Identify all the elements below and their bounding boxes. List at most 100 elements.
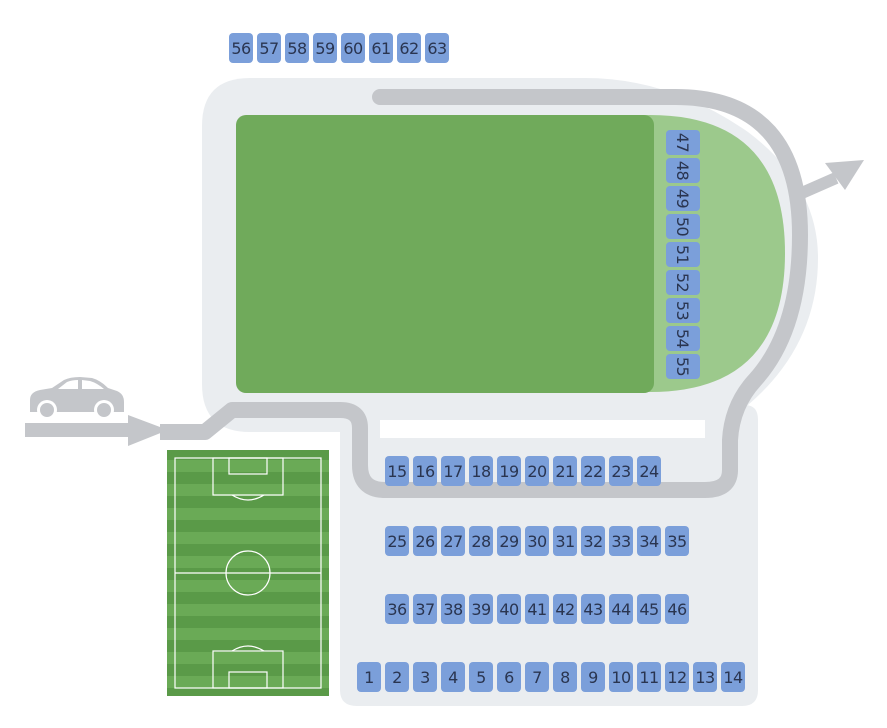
parking-slot-48[interactable]: 48 [666,158,700,183]
parking-slot-53[interactable]: 53 [666,298,700,323]
parking-slot-label: 47 [673,132,693,153]
parking-slot-55[interactable]: 55 [666,354,700,379]
parking-slot-label: 9 [588,667,598,687]
parking-slot-label: 3 [420,667,430,687]
parking-slot-28[interactable]: 28 [469,526,493,556]
parking-slot-label: 29 [499,531,519,551]
parking-slot-14[interactable]: 14 [721,662,745,692]
parking-slot-19[interactable]: 19 [497,456,521,486]
parking-slot-label: 16 [415,461,435,481]
parking-slot-45[interactable]: 45 [637,594,661,624]
parking-slot-40[interactable]: 40 [497,594,521,624]
parking-slot-13[interactable]: 13 [693,662,717,692]
parking-slot-label: 38 [443,599,463,619]
parking-slot-label: 39 [471,599,491,619]
parking-slot-8[interactable]: 8 [553,662,577,692]
parking-slot-61[interactable]: 61 [369,33,393,63]
parking-slot-63[interactable]: 63 [425,33,449,63]
parking-slot-32[interactable]: 32 [581,526,605,556]
parking-slot-17[interactable]: 17 [441,456,465,486]
parking-slot-label: 17 [443,461,463,481]
parking-slot-label: 5 [476,667,486,687]
parking-slot-9[interactable]: 9 [581,662,605,692]
parking-slot-label: 35 [667,531,687,551]
parking-slot-36[interactable]: 36 [385,594,409,624]
parking-slot-label: 36 [387,599,407,619]
parking-slot-label: 56 [231,38,251,58]
parking-slot-10[interactable]: 10 [609,662,633,692]
parking-slot-47[interactable]: 47 [666,130,700,155]
parking-slot-4[interactable]: 4 [441,662,465,692]
parking-slot-label: 22 [583,461,603,481]
parking-slot-33[interactable]: 33 [609,526,633,556]
parking-slot-46[interactable]: 46 [665,594,689,624]
parking-slot-label: 62 [399,38,419,58]
parking-slot-26[interactable]: 26 [413,526,437,556]
parking-slot-label: 34 [639,531,659,551]
parking-slot-21[interactable]: 21 [553,456,577,486]
parking-slot-30[interactable]: 30 [525,526,549,556]
parking-slot-label: 40 [499,599,519,619]
parking-slot-34[interactable]: 34 [637,526,661,556]
parking-slot-12[interactable]: 12 [665,662,689,692]
parking-slot-label: 2 [392,667,402,687]
parking-slot-label: 42 [555,599,575,619]
parking-slot-6[interactable]: 6 [497,662,521,692]
parking-slot-52[interactable]: 52 [666,270,700,295]
parking-slot-31[interactable]: 31 [553,526,577,556]
parking-slot-label: 41 [527,599,547,619]
parking-slot-label: 8 [560,667,570,687]
parking-slot-39[interactable]: 39 [469,594,493,624]
parking-slot-label: 27 [443,531,463,551]
parking-slot-15[interactable]: 15 [385,456,409,486]
parking-slot-59[interactable]: 59 [313,33,337,63]
parking-slot-51[interactable]: 51 [666,242,700,267]
parking-slot-label: 15 [387,461,407,481]
parking-slot-23[interactable]: 23 [609,456,633,486]
parking-slot-50[interactable]: 50 [666,214,700,239]
parking-slot-11[interactable]: 11 [637,662,661,692]
parking-slot-60[interactable]: 60 [341,33,365,63]
parking-slot-24[interactable]: 24 [637,456,661,486]
parking-slot-label: 23 [611,461,631,481]
parking-slot-37[interactable]: 37 [413,594,437,624]
parking-slot-41[interactable]: 41 [525,594,549,624]
parking-slot-label: 11 [639,667,659,687]
parking-slot-49[interactable]: 49 [666,186,700,211]
parking-slot-1[interactable]: 1 [357,662,381,692]
parking-slot-54[interactable]: 54 [666,326,700,351]
parking-slot-label: 55 [673,356,693,377]
soccer-field [167,450,329,696]
access-road-upper [372,89,808,478]
parking-slot-22[interactable]: 22 [581,456,605,486]
parking-slot-27[interactable]: 27 [441,526,465,556]
parking-slot-5[interactable]: 5 [469,662,493,692]
parking-slot-29[interactable]: 29 [497,526,521,556]
parking-slot-label: 1 [364,667,374,687]
parking-slot-label: 51 [673,244,693,265]
parking-slot-18[interactable]: 18 [469,456,493,486]
parking-slot-35[interactable]: 35 [665,526,689,556]
parking-slot-42[interactable]: 42 [553,594,577,624]
parking-slot-38[interactable]: 38 [441,594,465,624]
parking-slot-label: 48 [673,160,693,181]
parking-slot-44[interactable]: 44 [609,594,633,624]
parking-slot-62[interactable]: 62 [397,33,421,63]
parking-slot-label: 61 [371,38,391,58]
parking-slot-20[interactable]: 20 [525,456,549,486]
parking-slot-58[interactable]: 58 [285,33,309,63]
parking-slot-25[interactable]: 25 [385,526,409,556]
parking-slot-label: 60 [343,38,363,58]
parking-slot-3[interactable]: 3 [413,662,437,692]
parking-slot-label: 50 [673,216,693,237]
parking-slot-43[interactable]: 43 [581,594,605,624]
parking-slot-16[interactable]: 16 [413,456,437,486]
parking-slot-label: 24 [639,461,659,481]
parking-slot-2[interactable]: 2 [385,662,409,692]
stadium-field [236,115,654,393]
parking-slot-label: 10 [611,667,631,687]
parking-slot-56[interactable]: 56 [229,33,253,63]
parking-slot-7[interactable]: 7 [525,662,549,692]
parking-slot-57[interactable]: 57 [257,33,281,63]
